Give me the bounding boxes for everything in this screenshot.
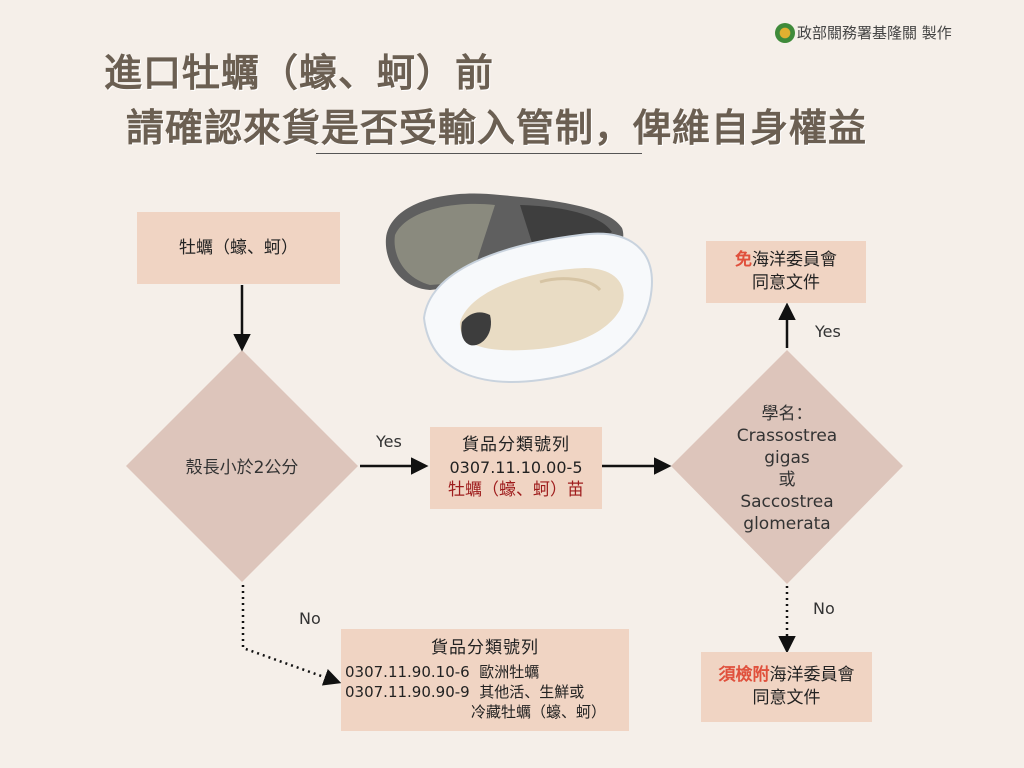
no-label-2: No bbox=[813, 599, 835, 618]
decision2-line2: Crassostrea bbox=[736, 426, 838, 447]
decision2-line3: gigas bbox=[764, 448, 810, 469]
decision1-text: 殼長小於2公分 bbox=[185, 458, 299, 478]
exempt-emph: 免 bbox=[735, 250, 752, 271]
required-emph: 須檢附 bbox=[718, 665, 770, 686]
exempt-line2: 同意文件 bbox=[752, 273, 820, 293]
decision2-line6: glomerata bbox=[743, 514, 831, 535]
seed-box-header: 貨品分類號列 bbox=[462, 435, 570, 456]
no-label-1: No bbox=[299, 609, 321, 628]
start-box-label: 牡蠣（蠔、蚵） bbox=[179, 237, 298, 258]
exempt-line1: 海洋委員會 bbox=[752, 250, 837, 271]
yes-label-2: Yes bbox=[815, 322, 841, 341]
oyster-illustration bbox=[385, 193, 653, 383]
page-title-line2: 請確認來貨是否受輸入管制，俾維自身權益 bbox=[126, 106, 868, 150]
other-box-line2: 0307.11.90.90-9 其他活、生鮮或 bbox=[345, 683, 585, 702]
required-line2: 同意文件 bbox=[752, 688, 821, 708]
seed-code-box: 貨品分類號列 0307.11.10.00-5 牡蠣（蠔、蚵）苗 bbox=[430, 427, 602, 509]
other-box-line3: 冷藏牡蠣（蠔、蚵） bbox=[471, 703, 607, 722]
decision2-line4: 或 bbox=[778, 470, 796, 491]
required-box: 須檢附海洋委員會 同意文件 bbox=[701, 652, 872, 722]
decision-diamond-1 bbox=[126, 350, 358, 582]
start-box: 牡蠣（蠔、蚵） bbox=[137, 212, 340, 284]
agency-credit: 政部關務署基隆關 製作 bbox=[797, 24, 952, 42]
other-box-header: 貨品分類號列 bbox=[431, 638, 539, 658]
exempt-box: 免海洋委員會 同意文件 bbox=[706, 241, 866, 303]
yes-label-1: Yes bbox=[376, 432, 402, 451]
decision2-text: 學名： Crassostrea gigas 或 Saccostrea glome… bbox=[705, 403, 869, 536]
decision-diamond-2 bbox=[671, 350, 903, 584]
required-line1: 海洋委員會 bbox=[769, 665, 855, 686]
other-code-box: 貨品分類號列 0307.11.90.10-6 歐洲牡蠣 0307.11.90.9… bbox=[341, 629, 629, 731]
page-title-line1: 進口牡蠣（蠔、蚵）前 bbox=[104, 51, 495, 95]
title-underline bbox=[316, 153, 642, 154]
seed-box-name: 牡蠣（蠔、蚵）苗 bbox=[448, 479, 584, 500]
agency-logo-icon bbox=[775, 23, 795, 43]
seed-box-code: 0307.11.10.00-5 bbox=[449, 458, 583, 478]
other-box-line1: 0307.11.90.10-6 歐洲牡蠣 bbox=[345, 662, 540, 681]
decision2-line5: Saccostrea bbox=[740, 492, 834, 513]
decision2-line1: 學名： bbox=[761, 404, 813, 424]
